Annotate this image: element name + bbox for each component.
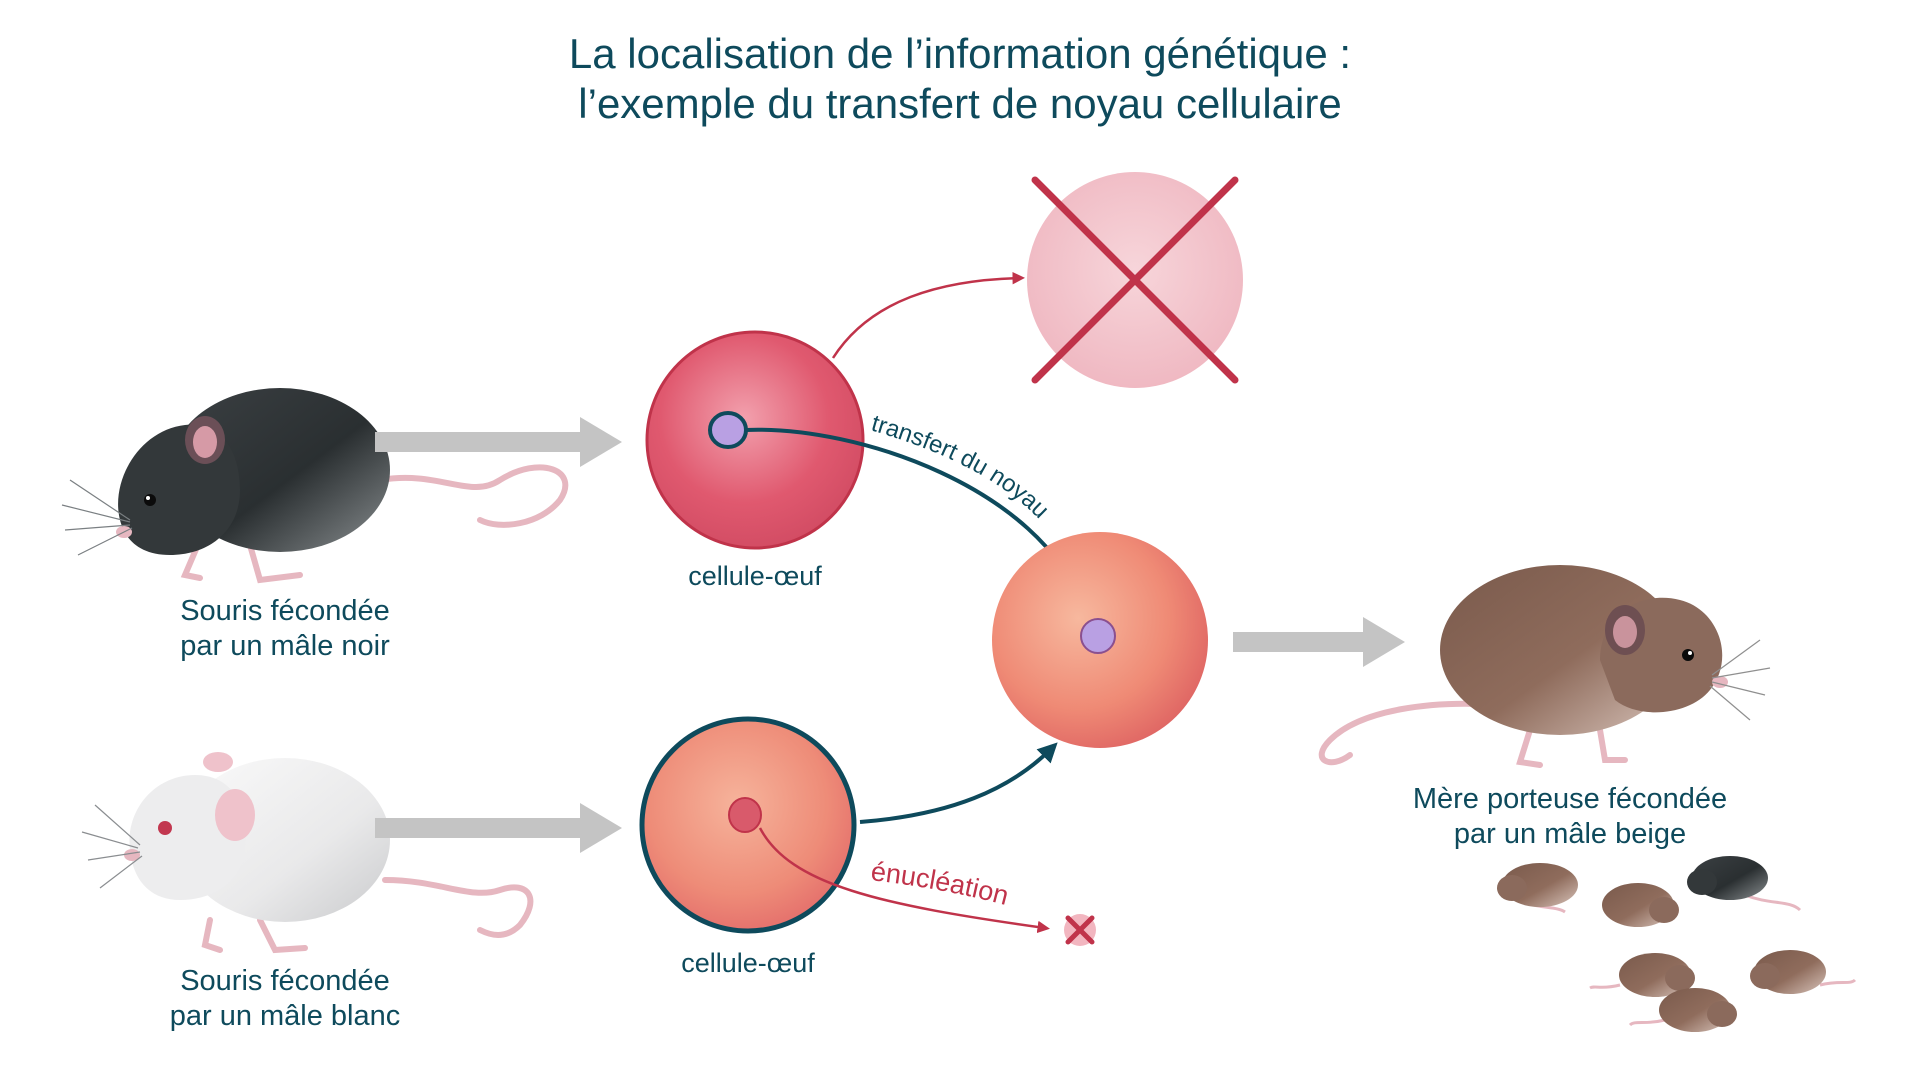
- white-mouse-icon: [81, 752, 534, 954]
- nucleus-icon: [708, 411, 748, 449]
- pup-brown-2: [1602, 883, 1679, 927]
- black-mouse-caption-line-2: par un mâle noir: [180, 630, 390, 662]
- pup-brown-4: [1750, 950, 1857, 994]
- transfer-label: transfert du noyau: [868, 410, 1054, 524]
- small-cross-icon: [1064, 914, 1096, 946]
- pup-brown-3: [1589, 953, 1695, 997]
- gray-arrow-right: [1233, 617, 1405, 667]
- white-mouse-caption-line-1: Souris fécondée: [180, 965, 390, 997]
- arrow-to-discarded-cell: [831, 271, 1025, 359]
- pup-black: [1687, 856, 1802, 912]
- white-mouse-caption-line-2: par un mâle blanc: [170, 1000, 401, 1032]
- diagram-title-line-2: l’exemple du transfert de noyau cellulai…: [578, 80, 1341, 127]
- black-mouse-icon: [61, 388, 569, 584]
- gray-arrow-top: [375, 417, 622, 467]
- brown-mouse-icon: [1318, 565, 1771, 768]
- cross-icon: [1031, 176, 1239, 384]
- enucleation-arrow: [758, 827, 1050, 934]
- bottom-egg-cell-label: cellule-œuf: [681, 948, 815, 978]
- black-mouse-caption-line-1: Souris fécondée: [180, 595, 390, 627]
- surrogate-caption-line-1: Mère porteuse fécondée: [1413, 783, 1727, 815]
- diagram-title-line-1: La localisation de l’information génétiq…: [569, 30, 1351, 77]
- top-egg-cell-label: cellule-œuf: [688, 561, 822, 591]
- gray-arrow-bottom: [375, 803, 622, 853]
- top-egg-cell: [645, 330, 865, 550]
- surrogate-caption-line-2: par un mâle beige: [1454, 818, 1686, 850]
- bottom-nucleus: [728, 797, 762, 833]
- transferred-nucleus: [1080, 618, 1116, 654]
- pup-brown-1: [1497, 863, 1578, 914]
- cytoplasm-arrow: [859, 742, 1058, 824]
- pup-brown-5: [1628, 988, 1737, 1032]
- enucleation-label: énucléation: [869, 856, 1011, 911]
- pups-group: [1497, 856, 1857, 1032]
